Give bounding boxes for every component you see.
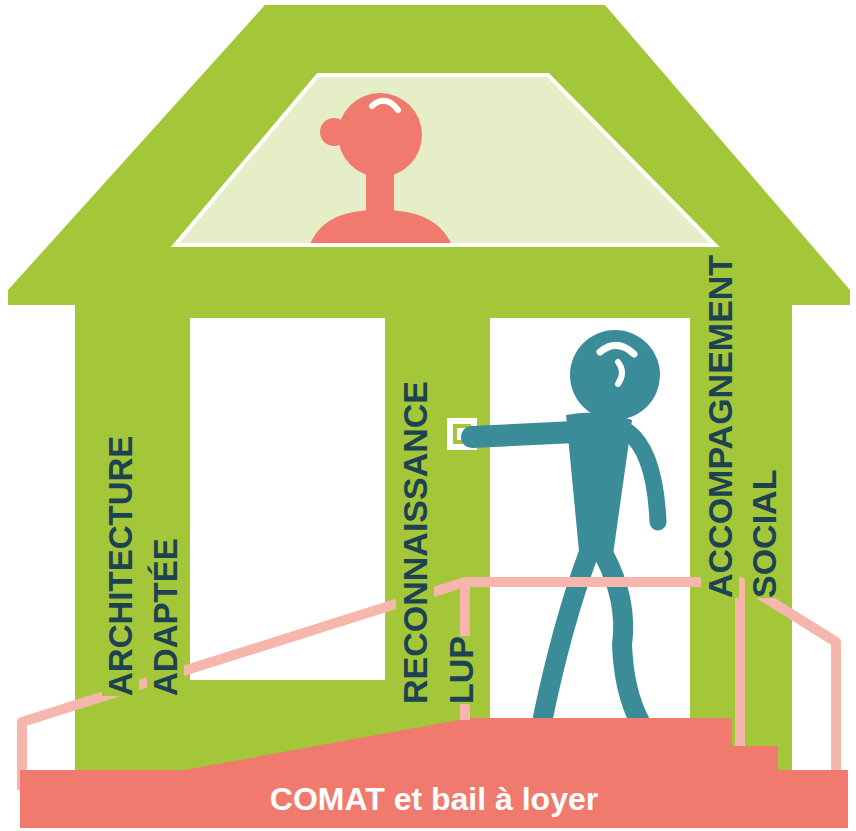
label-column: RECONNAISSANCE LUP [393, 381, 485, 704]
roof-window-frame [175, 75, 715, 245]
man-torso [566, 412, 632, 562]
woman-neck [366, 170, 394, 215]
pillar: RECONNAISSANCE LUP [385, 318, 490, 708]
pillar-label: ACCOMPAGNEMENT SOCIAL [701, 255, 783, 598]
pillar-label: ARCHITECTURE ADAPTÉE [102, 436, 184, 696]
woman-face [372, 101, 398, 110]
label-column: ARCHITECTURE ADAPTÉE [99, 436, 188, 696]
window [190, 318, 385, 680]
door [490, 318, 690, 720]
man-arm [472, 432, 575, 437]
woman-figure [308, 93, 454, 250]
man-head [570, 330, 660, 420]
house-shape [8, 5, 850, 800]
man-figure [472, 330, 660, 722]
roof-window [175, 75, 715, 245]
base-band: COMAT et bail à loyer [20, 770, 848, 828]
man-face [618, 362, 622, 384]
pillar: ARCHITECTURE ADAPTÉE [75, 318, 190, 700]
man-arm-back [628, 432, 658, 522]
railing-post [465, 582, 740, 746]
man-face [600, 345, 634, 354]
ramp-and-steps [20, 718, 848, 828]
label-column: ACCOMPAGNEMENT SOCIAL [698, 255, 786, 598]
base-label: COMAT et bail à loyer [270, 781, 598, 818]
pillar-label: RECONNAISSANCE LUP [396, 381, 480, 704]
pillar: ACCOMPAGNEMENT SOCIAL [692, 250, 792, 602]
woman-head [338, 93, 422, 177]
